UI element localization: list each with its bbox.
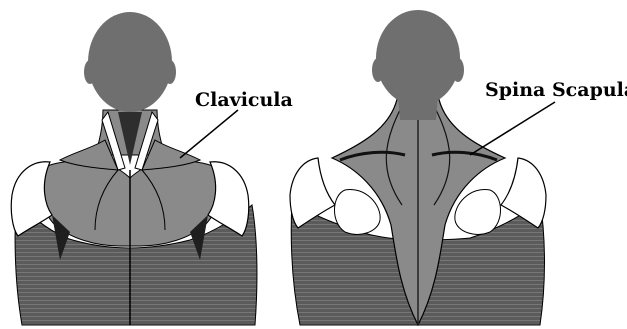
back-neck xyxy=(398,95,438,120)
front-right-shoulder xyxy=(208,162,249,236)
back-right-shoulder xyxy=(501,158,546,228)
back-head xyxy=(376,10,460,106)
front-head xyxy=(88,12,172,112)
back-scapula-left xyxy=(334,189,380,234)
back-left-shoulder xyxy=(290,158,335,228)
front-ear-left xyxy=(84,60,96,84)
back-label-pointer xyxy=(470,102,555,155)
back-ear-left xyxy=(372,58,384,82)
back-ear-right xyxy=(452,58,464,82)
front-label-pointer xyxy=(180,110,238,158)
front-ear-right xyxy=(164,60,176,84)
back-label: Spina Scapula xyxy=(485,79,627,101)
back-figure: Spina Scapula xyxy=(290,10,627,325)
front-figure: Clavicula xyxy=(11,12,293,325)
back-scapula-right xyxy=(455,189,501,234)
front-left-shoulder xyxy=(11,162,52,236)
front-label: Clavicula xyxy=(195,89,293,111)
